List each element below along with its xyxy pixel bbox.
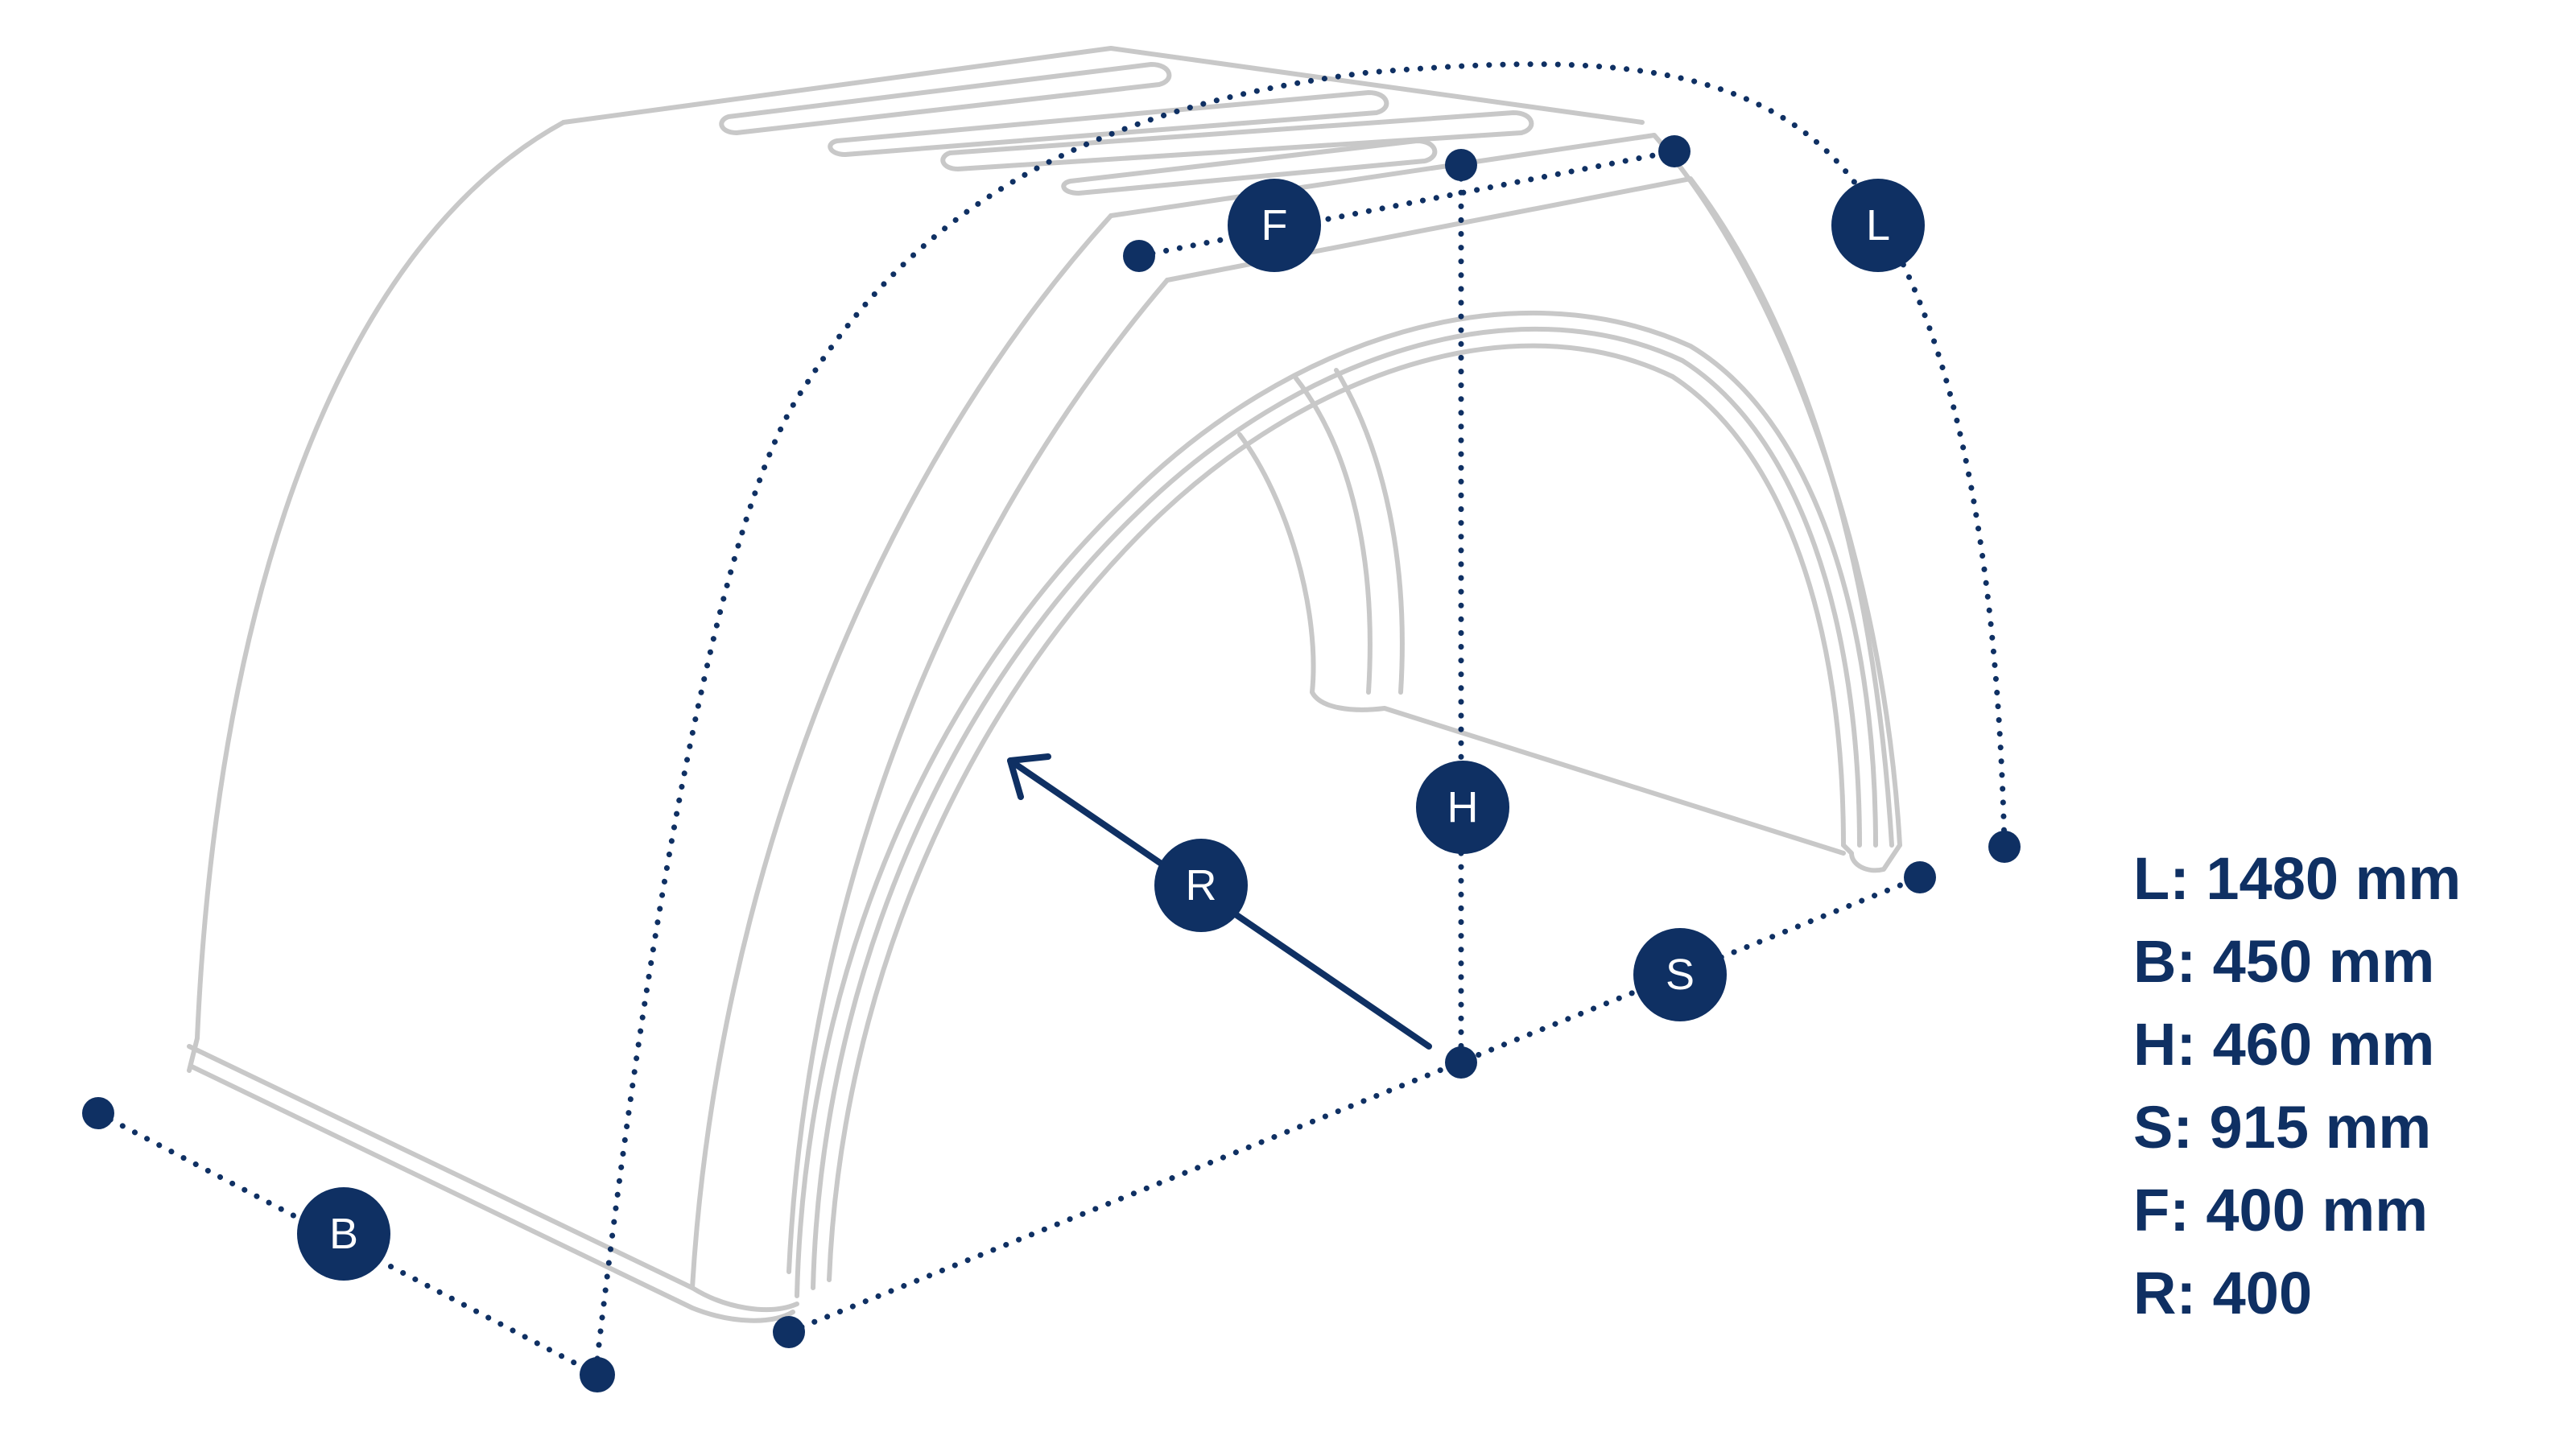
endpoint-dot <box>1988 831 2021 863</box>
marker-s: S <box>1633 928 1727 1021</box>
marker-b-label: B <box>329 1210 358 1258</box>
endpoint-dot <box>1445 1046 1477 1079</box>
marker-l-label: L <box>1866 201 1890 250</box>
endpoint-dot <box>1904 861 1936 893</box>
spec-length: L: 1480 mm <box>2133 845 2462 912</box>
spec-width: B: 450 mm <box>2133 928 2435 995</box>
marker-h: H <box>1416 761 1509 854</box>
dimension-lines <box>95 61 2008 1378</box>
endpoint-dot <box>580 1357 615 1392</box>
marker-h-label: H <box>1447 783 1479 831</box>
endpoint-dot <box>773 1316 805 1348</box>
fender-outline <box>187 46 1902 1323</box>
spec-span: S: 915 mm <box>2133 1094 2432 1161</box>
dimension-spec-list: L: 1480 mm B: 450 mm H: 460 mm S: 915 mm… <box>2133 837 2461 1335</box>
marker-f: F <box>1228 179 1321 272</box>
endpoint-dot <box>1445 149 1477 181</box>
endpoint-dot <box>82 1097 114 1129</box>
marker-f-label: F <box>1261 201 1288 250</box>
span-dimension-line <box>786 874 1923 1335</box>
spec-fender-depth: F: 400 mm <box>2133 1177 2429 1244</box>
width-dimension-line <box>95 1110 601 1378</box>
dimension-endpoints <box>82 135 2021 1392</box>
marker-s-label: S <box>1666 951 1695 999</box>
spec-height: H: 460 mm <box>2133 1011 2435 1078</box>
marker-r-label: R <box>1186 861 1217 910</box>
marker-b: B <box>297 1187 390 1281</box>
fender-depth-dimension-line <box>1136 148 1678 259</box>
marker-r: R <box>1154 839 1248 932</box>
endpoint-dot <box>1123 240 1155 272</box>
length-dimension-line <box>592 61 2008 1376</box>
spec-radius: R: 400 <box>2133 1260 2313 1326</box>
marker-l: L <box>1831 179 1925 272</box>
endpoint-dot <box>1658 135 1690 167</box>
